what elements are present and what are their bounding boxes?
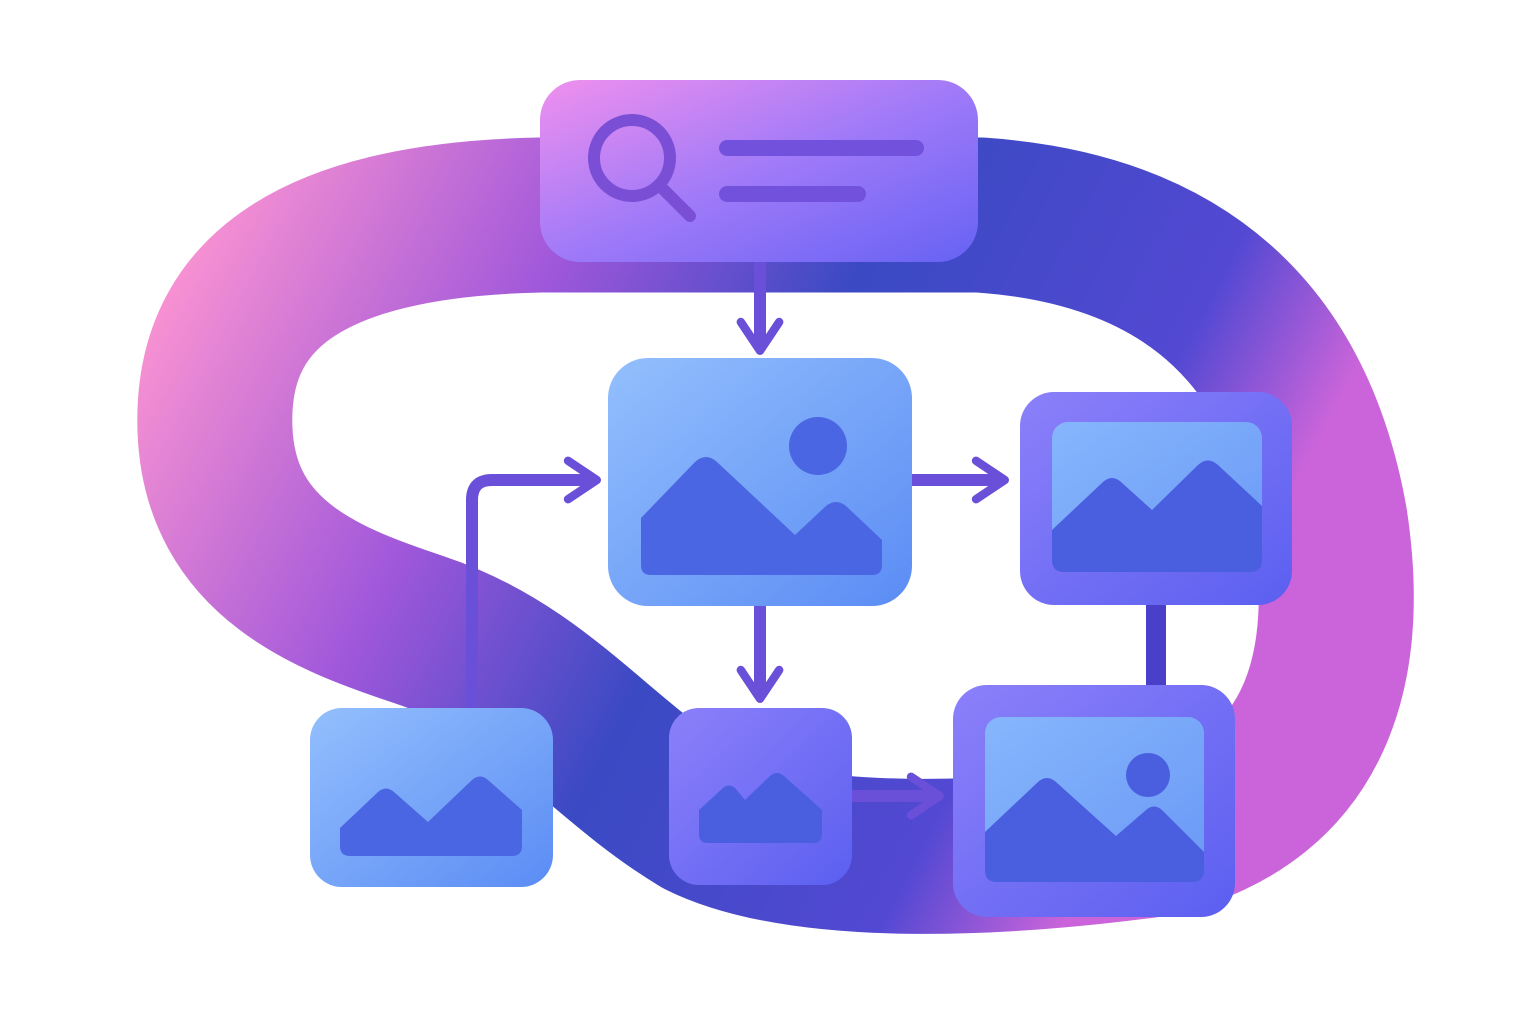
search-bar (540, 80, 978, 262)
image-card-bottom-right (953, 685, 1235, 917)
image-landscape-icon (641, 417, 882, 575)
image-card-main (608, 358, 912, 606)
magnifier-icon (588, 114, 696, 222)
image-landscape-icon (985, 753, 1204, 882)
image-card-bottom-middle (669, 708, 852, 885)
image-card-right (1020, 392, 1292, 605)
image-card-bottom-left (310, 708, 553, 887)
arrow-bottomleft-to-main (466, 456, 602, 714)
connectors (466, 256, 1166, 820)
image-landscape-icon (699, 773, 822, 843)
image-landscape-icon (1052, 460, 1262, 572)
image-landscape-icon (340, 776, 522, 856)
